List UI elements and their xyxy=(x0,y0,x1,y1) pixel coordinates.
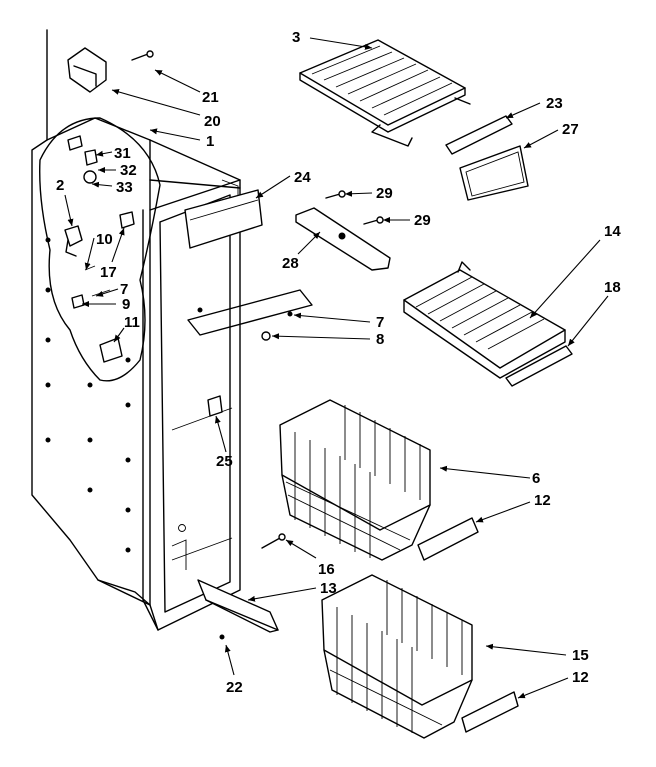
lower-basket-trim-part xyxy=(461,691,519,733)
upper-basket-trim-part xyxy=(417,517,479,561)
callout-labels: 1 2 3 6 7 7 8 9 10 11 12 12 13 14 15 16 … xyxy=(56,29,621,696)
callout-29b: 29 xyxy=(414,212,431,229)
callout-7b: 7 xyxy=(376,314,384,331)
callout-8: 8 xyxy=(376,331,384,348)
callout-10: 10 xyxy=(96,231,113,248)
control-housing-outline xyxy=(39,117,161,382)
callout-28: 28 xyxy=(282,255,299,272)
light-socket-part xyxy=(187,289,313,341)
callout-32: 32 xyxy=(120,162,137,179)
callout-24: 24 xyxy=(294,169,311,186)
callout-7a: 7 xyxy=(120,281,128,298)
callout-1: 1 xyxy=(206,133,214,150)
callout-29a: 29 xyxy=(376,185,393,202)
callout-15: 15 xyxy=(572,647,589,664)
callout-23: 23 xyxy=(546,95,563,112)
callout-17: 17 xyxy=(100,264,117,281)
small-screw-part xyxy=(219,634,225,640)
shelf-trim-part xyxy=(445,115,513,155)
callout-13: 13 xyxy=(320,580,337,597)
upper-basket-part xyxy=(279,399,431,561)
callout-31: 31 xyxy=(114,145,131,162)
shelf-rail-part xyxy=(295,207,391,271)
callout-16: 16 xyxy=(318,561,335,578)
callout-12a: 12 xyxy=(534,492,551,509)
wire-shelf-trim-part xyxy=(505,345,573,387)
callout-9: 9 xyxy=(122,296,130,313)
shelf-part xyxy=(299,39,471,147)
callout-33: 33 xyxy=(116,179,133,196)
callout-21: 21 xyxy=(202,89,219,106)
rail-screw-part xyxy=(325,190,384,225)
callout-11: 11 xyxy=(124,314,140,331)
callout-6: 6 xyxy=(532,470,540,487)
callout-12b: 12 xyxy=(572,669,589,686)
grille-screw-part xyxy=(261,533,286,549)
duct-cover-part xyxy=(184,189,263,249)
lower-basket-part xyxy=(321,574,473,739)
callout-25: 25 xyxy=(216,453,233,470)
clip-part xyxy=(207,395,223,417)
shelf-frame-part xyxy=(459,145,529,201)
callout-22: 22 xyxy=(226,679,243,696)
wire-shelf-part xyxy=(403,261,566,379)
thermostat-control xyxy=(64,135,135,363)
toe-grille-part xyxy=(197,579,279,633)
leader-lines xyxy=(64,37,609,699)
callout-27: 27 xyxy=(562,121,579,138)
callout-20: 20 xyxy=(204,113,221,130)
callout-14: 14 xyxy=(604,223,621,240)
hinge-bracket-part xyxy=(67,47,107,93)
callout-3: 3 xyxy=(292,29,300,46)
callout-2: 2 xyxy=(56,177,64,194)
callout-18: 18 xyxy=(604,279,621,296)
bracket-screw-part xyxy=(131,50,154,61)
